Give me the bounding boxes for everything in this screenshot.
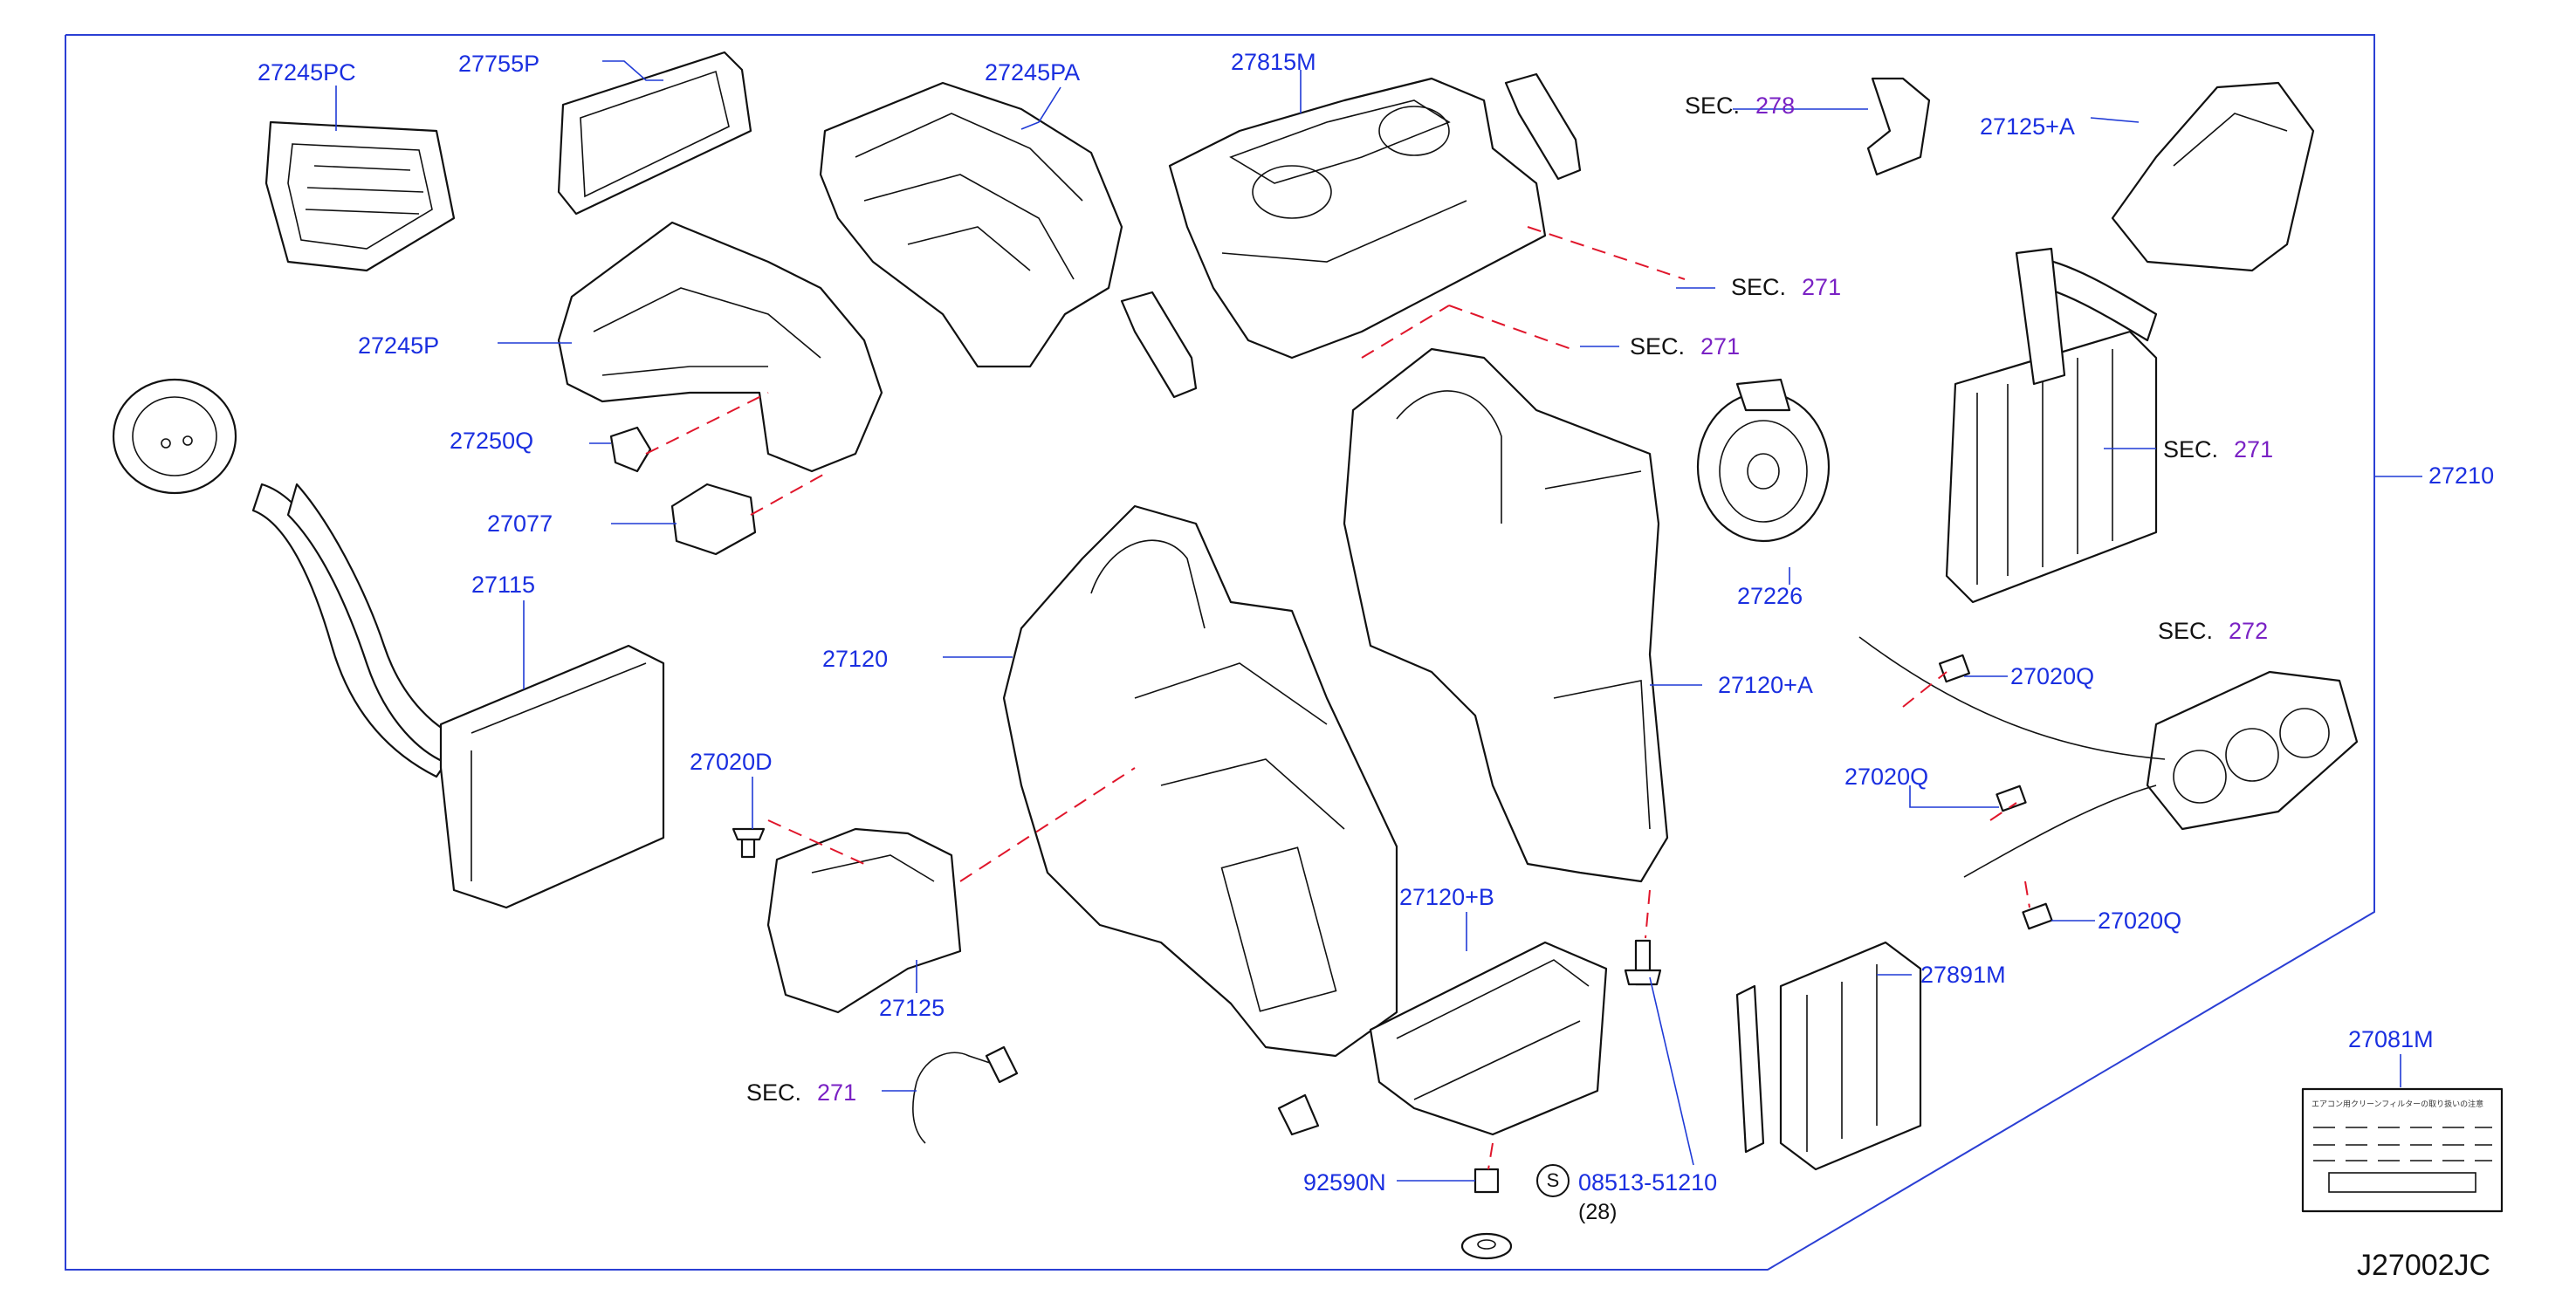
sensor-wire-271 [912, 1045, 1019, 1144]
label-27020q-2: 27020Q [1844, 764, 1929, 790]
sensor-27250q [609, 426, 652, 473]
blower-27226 [1696, 378, 1831, 543]
label-27245pc: 27245PC [258, 59, 356, 86]
clip-27020q-3 [2022, 902, 2053, 930]
label-27210: 27210 [2428, 462, 2495, 489]
leader-lines [335, 60, 2401, 1182]
label-27020q-1: 27020Q [2010, 663, 2095, 689]
upper-case-27815m [1168, 77, 1547, 360]
label-27245pa: 27245PA [985, 59, 1081, 86]
sec-number: 271 [2234, 436, 2274, 462]
sec-ref-271-d[interactable]: SEC. 271 [746, 1079, 856, 1106]
screw-27020d [732, 827, 766, 859]
duct-27125 [766, 827, 962, 1014]
label-27125: 27125 [879, 995, 945, 1021]
label-27081m: 27081M [2348, 1026, 2434, 1052]
label-27120b: 27120+B [1399, 884, 1494, 910]
pad-round [112, 378, 237, 495]
label-27115: 27115 [471, 572, 536, 598]
diagram-id: J27002JC [2357, 1249, 2491, 1282]
case-27120 [1002, 504, 1398, 1058]
label-27226: 27226 [1737, 583, 1803, 609]
bolt-08513 [1624, 939, 1662, 986]
label-92590n: 92590N [1303, 1169, 1386, 1196]
heater-core-27115 [251, 483, 665, 909]
seal-strip-b [1504, 72, 1582, 181]
label-27891m: 27891M [1920, 962, 2006, 988]
duct-27245pa [819, 81, 1123, 368]
clip-27020q-1 [1938, 654, 1971, 683]
sec-ref-271-b[interactable]: SEC. 271 [1630, 333, 1740, 360]
sec-key: SEC. [2158, 618, 2214, 644]
sec-key: SEC. [746, 1079, 802, 1106]
seal-27755p [557, 51, 752, 216]
sec-ref-271-a[interactable]: SEC. 271 [1731, 274, 1841, 300]
resistor-27077 [670, 483, 757, 556]
sec-number: 278 [1755, 92, 1796, 119]
sec-key: SEC. [1630, 333, 1686, 360]
label-27245p: 27245P [358, 332, 440, 359]
sec-key: SEC. [2163, 436, 2219, 462]
case-27120a [1343, 347, 1669, 883]
sec-ref-271-c[interactable]: SEC. 271 [2163, 436, 2273, 462]
label-27020q-3: 27020Q [2098, 908, 2182, 934]
assembly-lines [645, 226, 2030, 1170]
sec-number: 271 [817, 1079, 857, 1106]
sec-ref-278[interactable]: SEC. 278 [1685, 92, 1795, 119]
sec-number: 271 [1700, 333, 1741, 360]
clip-27020q-2 [1996, 785, 2027, 812]
label-27755p: 27755P [458, 51, 540, 77]
label-27250q: 27250Q [450, 428, 534, 454]
sec-number: 272 [2229, 618, 2269, 644]
sec-ref-272[interactable]: SEC. 272 [2158, 618, 2268, 644]
evaporator-271 [1945, 247, 2158, 604]
grommet-92590n [1460, 1168, 1513, 1260]
tray-27120b [1369, 941, 1608, 1136]
label-08513: 08513-51210 [1578, 1169, 1718, 1196]
sticker-caption: エアコン用クリーンフィルターの取り扱いの注意 [2312, 1100, 2484, 1108]
qty-08513: (28) [1578, 1200, 1618, 1224]
label-27120a: 27120+A [1718, 672, 1813, 698]
label-27120: 27120 [822, 646, 889, 672]
seal-strip-a [1120, 291, 1198, 399]
small-bracket [1277, 1093, 1320, 1136]
duct-27245p [557, 221, 883, 473]
sec-key: SEC. [1731, 274, 1787, 300]
sec-number: 271 [1802, 274, 1842, 300]
label-27020d: 27020D [690, 749, 773, 775]
duct-27125a [2111, 81, 2315, 272]
caution-label-27081m [2301, 1087, 2504, 1213]
control-272 [1858, 636, 2359, 878]
label-27125a: 27125+A [1980, 113, 2075, 140]
filter-27891m [1735, 941, 1922, 1171]
sec-key: SEC. [1685, 92, 1741, 119]
assembly-frame [65, 34, 2375, 1271]
label-27815m: 27815M [1231, 49, 1316, 75]
vent-housing-27245pc [264, 120, 456, 272]
bracket-278 [1866, 77, 1931, 176]
label-27077: 27077 [487, 510, 553, 537]
s-symbol-icon: S [1536, 1164, 1570, 1197]
